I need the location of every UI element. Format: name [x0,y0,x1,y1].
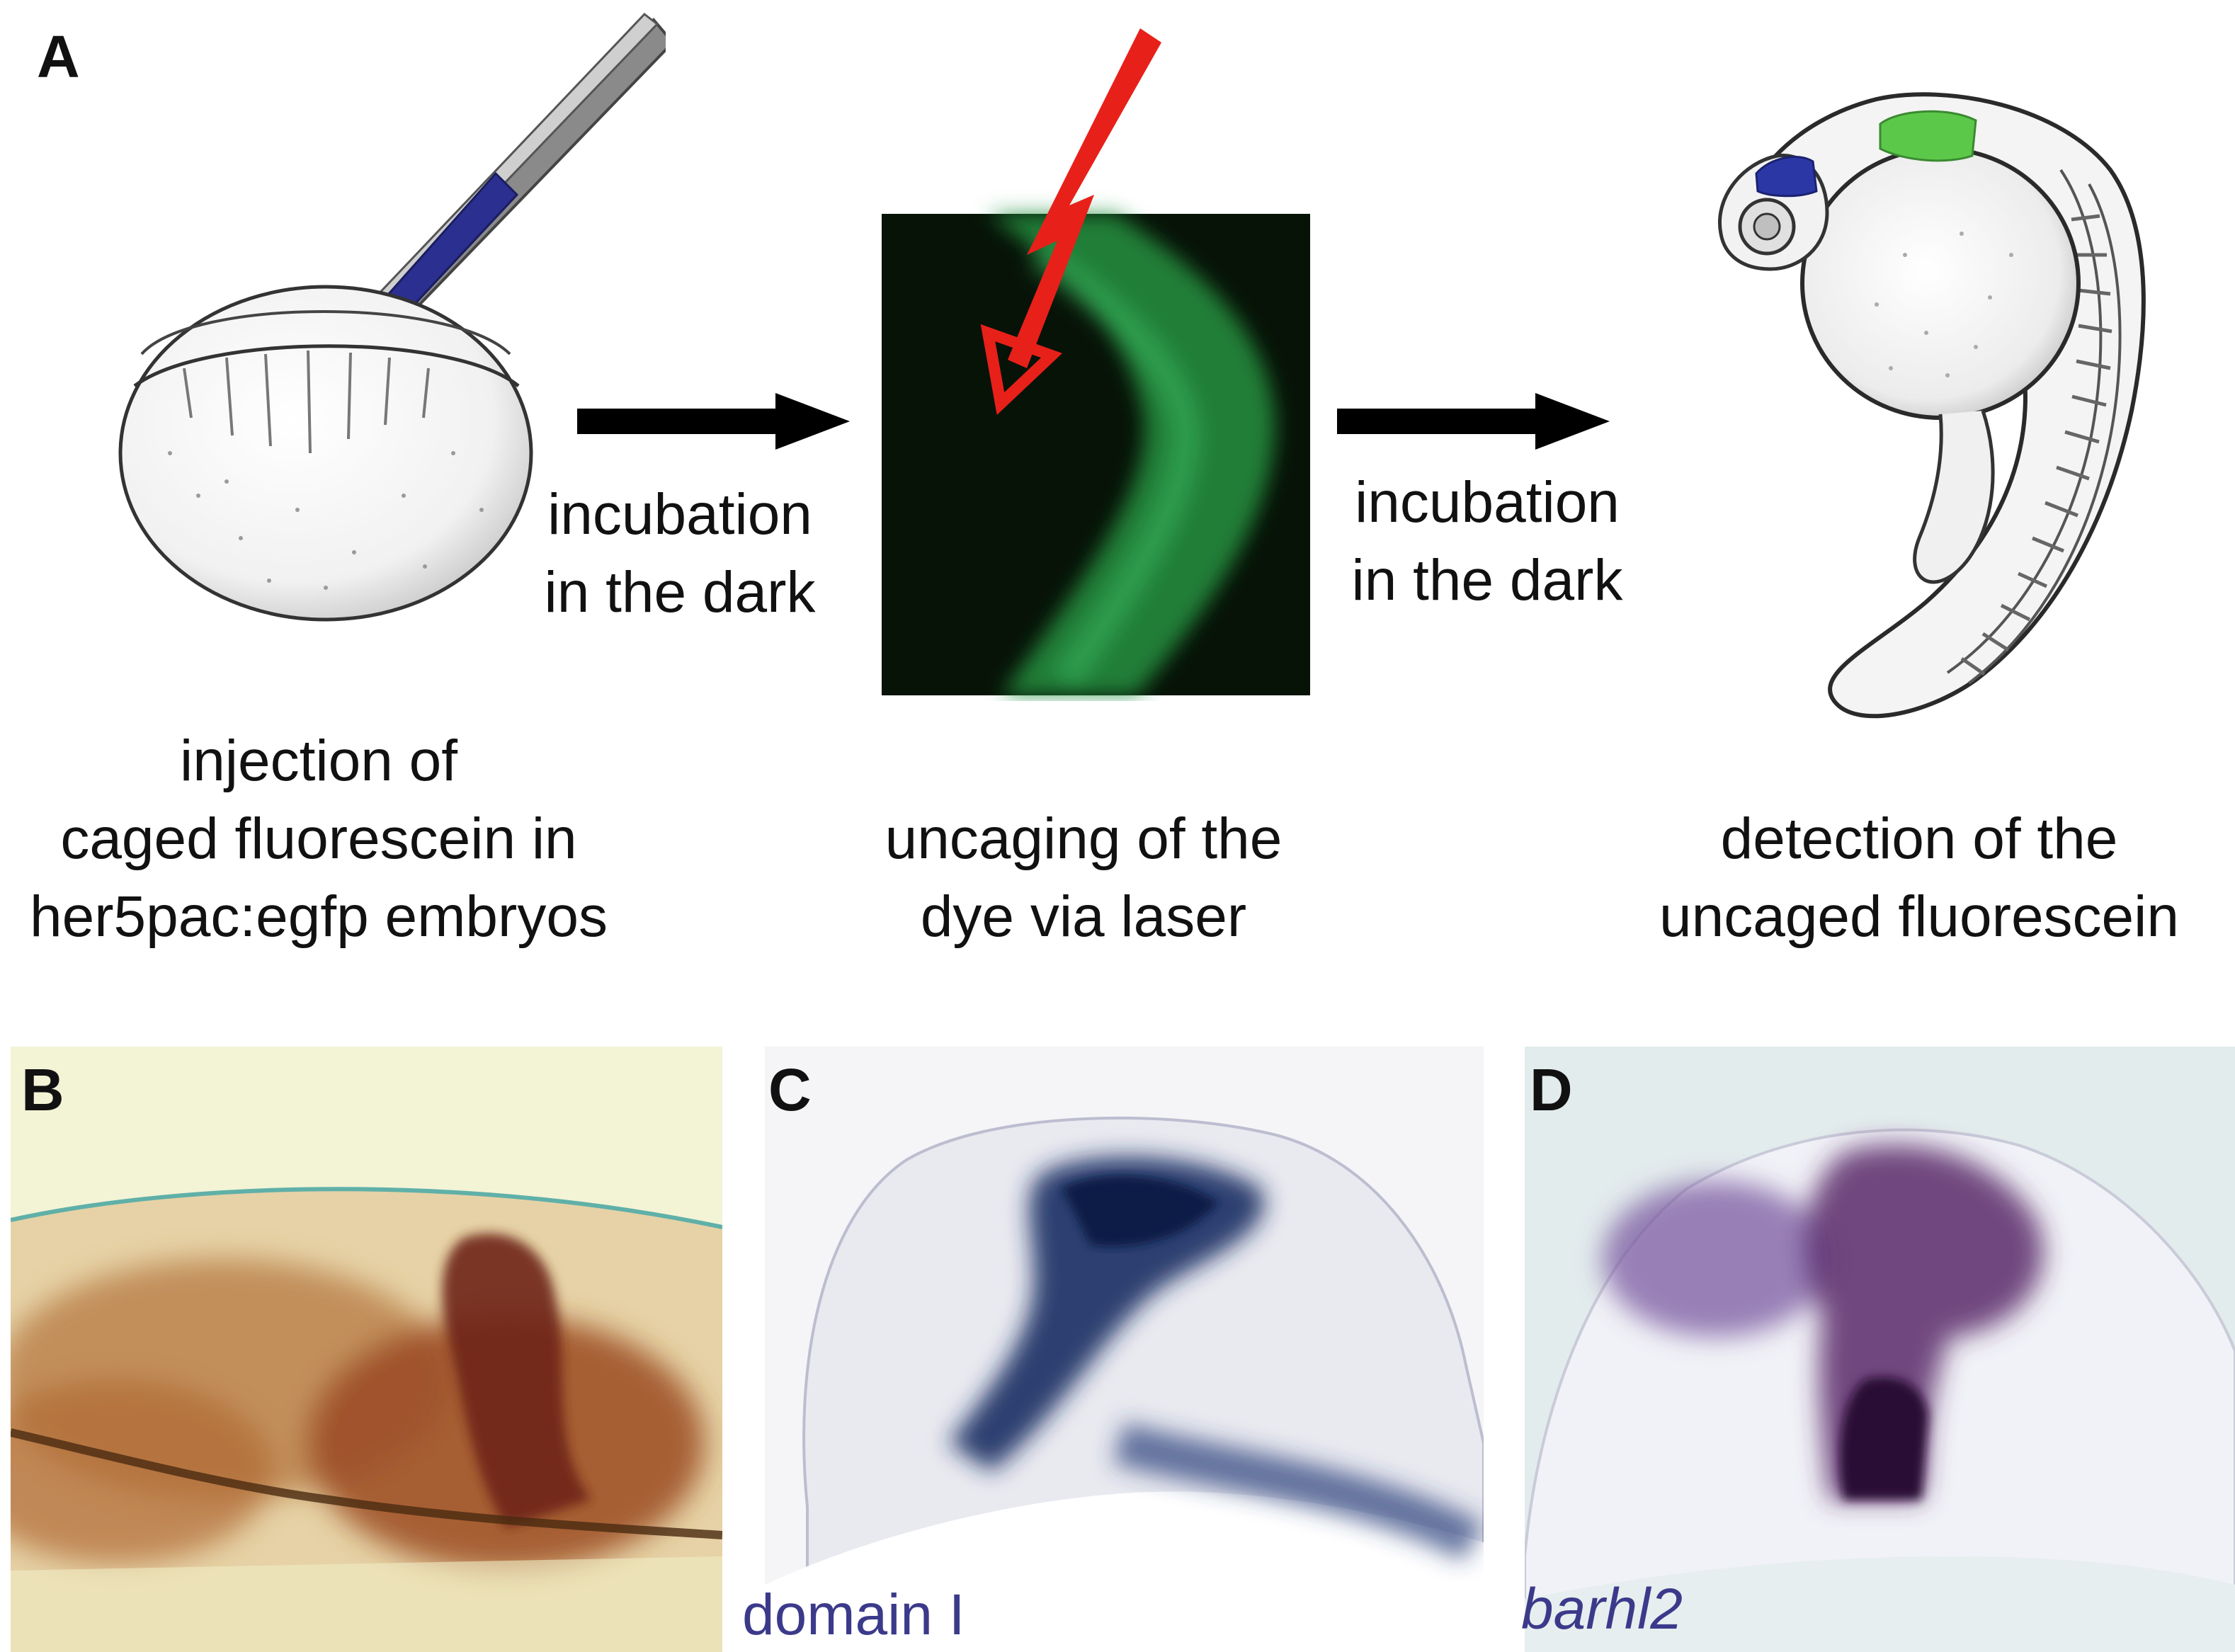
caption-detection: detection of the uncaged fluorescein [1593,800,2235,956]
uncaging-fluorescence-image [882,28,1310,695]
arrow-right-icon [577,393,850,450]
arrow-2-label-line-1: incubation [1355,470,1620,535]
caption-injection-line-1: injection of [179,729,458,793]
panel-b-letter: B [21,1056,64,1123]
caption-uncaging: uncaging of the dye via laser [800,800,1367,956]
zebrafish-embryo-icon [1718,92,2146,719]
laser-bolt-icon [980,28,1161,415]
panel-d-photo [1525,1047,2235,1652]
panel-c-photo [765,1047,1484,1652]
caption-injection-line-2: caged fluorescein in [60,807,577,871]
panel-c-stained-embryo [765,1116,1484,1652]
panel-d-stained-embryo [1525,1128,2235,1652]
panel-a-letter: A [37,23,80,90]
caption-detection-line-2: uncaged fluorescein [1659,884,2179,949]
arrow-2-label-line-2: in the dark [1351,548,1623,613]
arrow-2-label: incubation in the dark [1303,464,1671,620]
panel-c-label: domain I [742,1583,965,1647]
arrow-1-label-line-2: in the dark [544,560,816,625]
embryo-sphere-icon [118,12,666,622]
caption-detection-line-1: detection of the [1720,807,2118,871]
arrow-right-icon [1337,393,1610,450]
caption-injection: injection of caged fluorescein in her5pa… [0,722,715,956]
caption-injection-line-3: her5pac:egfp embryos [30,884,608,949]
caption-uncaging-line-2: dye via laser [920,884,1247,949]
panel-d-label: barhl2 [1521,1577,1683,1641]
arrow-1-label: incubation in the dark [496,476,864,632]
panel-b-photo [11,1047,722,1652]
arrow-1-label-line-1: incubation [547,482,812,547]
caption-uncaging-line-1: uncaging of the [885,807,1283,871]
panel-b-stained-embryo [11,1187,722,1652]
panel-c-letter: C [768,1056,812,1123]
panel-d-letter: D [1530,1056,1573,1123]
